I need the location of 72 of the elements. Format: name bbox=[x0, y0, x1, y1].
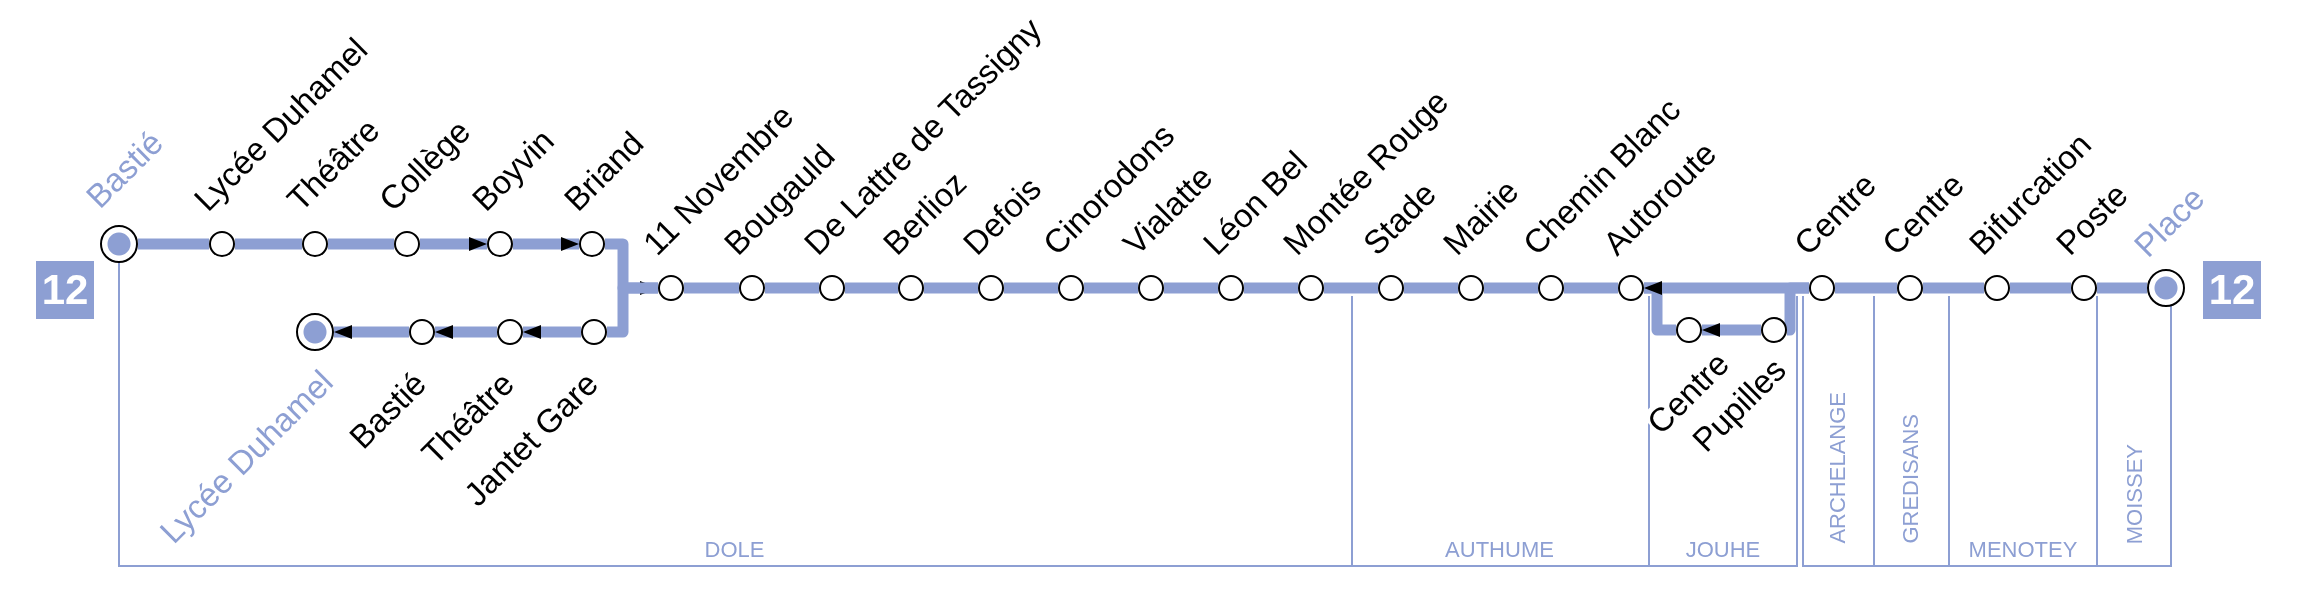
stop-circle bbox=[487, 231, 513, 257]
stop-circle bbox=[898, 275, 924, 301]
commune-name: MENOTEY bbox=[1968, 539, 2078, 561]
terminus-circle bbox=[2147, 269, 2185, 307]
commune-name: MOISSEY bbox=[2124, 443, 2146, 544]
stop-circle bbox=[1378, 275, 1404, 301]
stop-circle bbox=[1618, 275, 1644, 301]
route-line bbox=[235, 238, 302, 250]
commune-zone bbox=[1873, 296, 1948, 567]
commune-zone bbox=[1802, 296, 1873, 567]
stop-circle bbox=[1058, 275, 1084, 301]
commune-name: ARCHELANGE bbox=[1826, 392, 1849, 544]
route-line bbox=[420, 237, 487, 251]
commune-zone bbox=[1948, 296, 2098, 567]
route-line bbox=[607, 282, 658, 338]
stop-circle bbox=[1984, 275, 2010, 301]
route-line bbox=[1784, 282, 1809, 336]
stop-circle bbox=[2071, 275, 2097, 301]
stop-circle bbox=[658, 275, 684, 301]
route-line bbox=[1923, 282, 1984, 294]
stop-circle bbox=[1218, 275, 1244, 301]
route-line bbox=[1564, 282, 1618, 294]
commune-name: AUTHUME bbox=[1445, 539, 1554, 561]
route-line bbox=[765, 282, 819, 294]
stop-circle bbox=[739, 275, 765, 301]
terminus-circle bbox=[296, 313, 334, 351]
stop-circle bbox=[394, 231, 420, 257]
terminus-circle bbox=[100, 225, 138, 263]
stop-circle bbox=[1138, 275, 1164, 301]
route-line bbox=[138, 238, 209, 250]
commune-zone bbox=[118, 296, 1351, 567]
commune-name: DOLE bbox=[704, 539, 765, 561]
route-line bbox=[2010, 282, 2071, 294]
route-line bbox=[513, 237, 579, 251]
route-line bbox=[328, 238, 394, 250]
route-line bbox=[1084, 282, 1138, 294]
stop-circle bbox=[1809, 275, 1835, 301]
route-line bbox=[1324, 282, 1378, 294]
route-line bbox=[1244, 282, 1298, 294]
route-line bbox=[1164, 282, 1218, 294]
stop-circle bbox=[1676, 317, 1702, 343]
stop-circle bbox=[581, 319, 607, 345]
stop-circle bbox=[497, 319, 523, 345]
stop-circle bbox=[819, 275, 845, 301]
stop-circle bbox=[1761, 317, 1787, 343]
stop-circle bbox=[1897, 275, 1923, 301]
line-number-badge: 12 bbox=[36, 261, 94, 319]
route-line bbox=[2097, 282, 2147, 294]
stop-circle bbox=[302, 231, 328, 257]
route-line bbox=[1835, 282, 1897, 294]
stop-circle bbox=[1458, 275, 1484, 301]
route-line bbox=[435, 325, 497, 339]
route-line bbox=[1702, 323, 1761, 337]
commune-name: GREDISANS bbox=[1899, 414, 1922, 544]
commune-zone bbox=[1351, 296, 1648, 567]
route-line bbox=[924, 282, 978, 294]
route-line bbox=[845, 282, 898, 294]
route-line bbox=[334, 325, 409, 339]
stop-circle bbox=[978, 275, 1004, 301]
route-line bbox=[1004, 282, 1058, 294]
line-number-badge: 12 bbox=[2203, 261, 2261, 319]
route-line bbox=[684, 282, 739, 294]
route-line bbox=[523, 325, 581, 339]
commune-name: JOUHE bbox=[1685, 539, 1761, 561]
stop-circle bbox=[1298, 275, 1324, 301]
route-line bbox=[1404, 282, 1458, 294]
route-line bbox=[1644, 281, 1676, 336]
stop-circle bbox=[209, 231, 235, 257]
route-line bbox=[1484, 282, 1538, 294]
stop-circle bbox=[409, 319, 435, 345]
stop-circle bbox=[1538, 275, 1564, 301]
stop-circle bbox=[579, 231, 605, 257]
